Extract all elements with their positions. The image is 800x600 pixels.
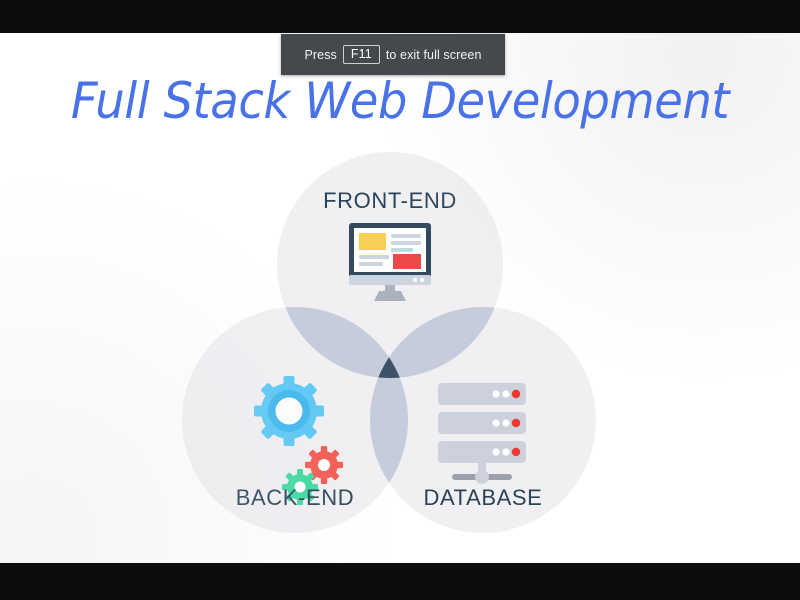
letterbox-bottom-bar xyxy=(0,563,800,600)
gears-icon xyxy=(254,376,343,505)
venn-label-front-end: FRONT-END xyxy=(323,188,457,213)
venn-overlap-front-database xyxy=(370,307,503,378)
letterbox-top-bar xyxy=(0,0,800,33)
gear-green-icon xyxy=(282,469,318,505)
server-stack-icon xyxy=(438,383,526,484)
venn-label-back-end: BACK-END xyxy=(236,485,355,510)
server-rack xyxy=(438,441,526,463)
venn-diagram: FRONT-END BACK-END DATABASE xyxy=(0,33,800,563)
fullscreen-hint-banner: Press F11 to exit full screen xyxy=(281,34,505,75)
fullscreen-hint-suffix: to exit full screen xyxy=(385,47,482,62)
presentation-slide: Full Stack Web Development xyxy=(0,33,800,563)
server-rack xyxy=(438,412,526,434)
gear-red-icon xyxy=(305,446,343,484)
server-rack xyxy=(438,383,526,405)
fullscreen-hint-prefix: Press xyxy=(304,47,337,62)
f11-key-badge: F11 xyxy=(342,44,380,65)
venn-label-database: DATABASE xyxy=(424,485,543,510)
monitor-icon xyxy=(349,223,431,301)
venn-overlap-front-back xyxy=(277,307,408,378)
gear-large-icon xyxy=(254,376,324,446)
page-title: Full Stack Web Development xyxy=(70,72,730,130)
